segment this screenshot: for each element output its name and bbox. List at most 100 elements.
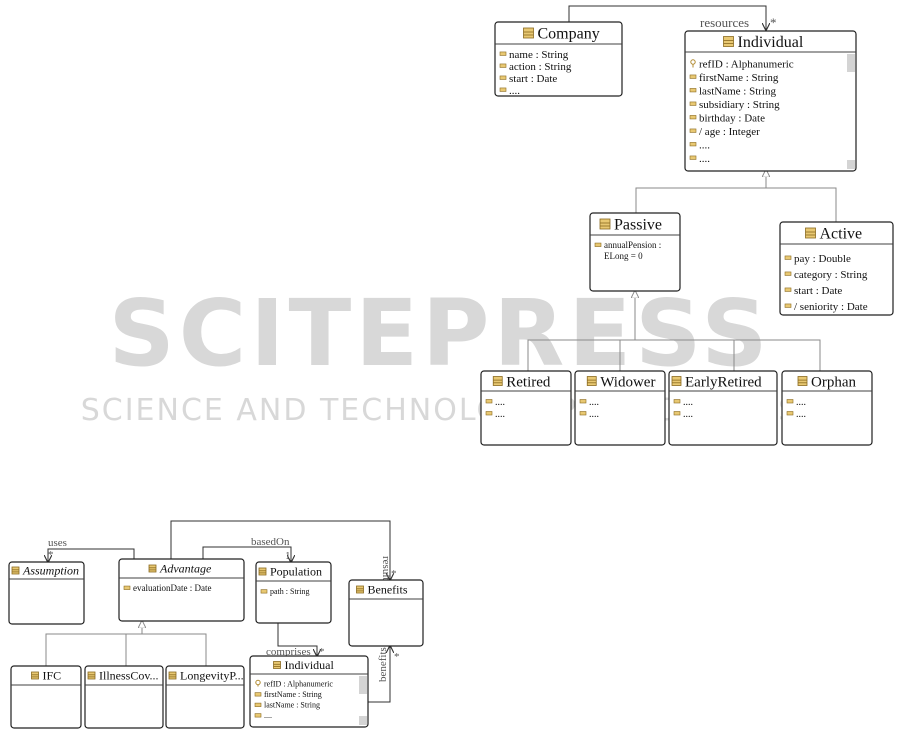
class-population[interactable]: Population path : String <box>255 561 332 624</box>
class-assumption[interactable]: Assumption <box>8 561 85 625</box>
attribute-icon <box>499 63 507 68</box>
attribute-icon <box>673 411 681 416</box>
comprises-label: comprises <box>266 646 311 658</box>
passive-generalization[interactable] <box>635 170 766 213</box>
class-name: Advantage <box>159 562 212 576</box>
class-box-benefits <box>348 579 424 647</box>
class-attribute: path : String <box>270 587 310 596</box>
attribute-icon <box>499 51 507 56</box>
class-attribute: start : Date <box>794 285 842 297</box>
class-attribute: .... <box>589 409 599 420</box>
class-name: Orphan <box>811 374 856 390</box>
comprises-multiplicity: * <box>319 646 325 658</box>
class-attribute: .... <box>509 85 520 97</box>
class-attribute: / seniority : Date <box>794 301 868 313</box>
class-retired[interactable]: Retired........ <box>480 370 572 446</box>
class-widower[interactable]: Widower........ <box>574 370 666 446</box>
class-longevityp[interactable]: LongevityP... <box>165 665 245 729</box>
class-icon <box>273 661 281 669</box>
class-benefits[interactable]: Benefits <box>348 579 424 647</box>
class-attribute: ELong = 0 <box>604 251 643 261</box>
class-name: Passive <box>614 217 662 234</box>
class-attribute: pay : Double <box>794 253 851 265</box>
class-attribute: birthday : Date <box>699 113 765 125</box>
scrollbar[interactable] <box>359 676 367 725</box>
class-box-illnesscov <box>84 665 164 729</box>
class-icon <box>723 36 734 47</box>
class-icon <box>797 376 808 386</box>
attribute-icon <box>673 399 681 404</box>
class-passive[interactable]: Passive annualPension :ELong = 0 <box>589 212 681 292</box>
comprises-association[interactable] <box>278 623 317 656</box>
class-box-active <box>779 221 894 316</box>
attribute-icon <box>784 271 792 276</box>
attribute-icon <box>784 287 792 292</box>
class-attribute: subsidiary : String <box>699 99 780 111</box>
class-earlyretired[interactable]: EarlyRetired........ <box>668 370 778 446</box>
class-orphan[interactable]: Orphan........ <box>781 370 873 446</box>
attribute-icon <box>485 411 493 416</box>
attribute-icon <box>689 142 697 147</box>
attribute-icon <box>786 411 794 416</box>
class-box-passive <box>589 212 681 292</box>
class-attribute: category : String <box>794 269 868 281</box>
subclass-generalization-bus[interactable] <box>527 339 821 371</box>
class-box-individual-top <box>684 30 857 172</box>
class-box-longevityp <box>165 665 245 729</box>
class-box-ifc <box>10 665 82 729</box>
results-label: results <box>380 556 392 585</box>
uses-association[interactable] <box>48 548 134 562</box>
watermark-title: SCITEPRESS <box>108 280 771 387</box>
scrollbar[interactable] <box>847 54 855 169</box>
class-icon <box>492 376 503 386</box>
class-name: IFC <box>43 669 62 683</box>
class-attribute: .... <box>495 409 505 420</box>
class-attribute: start : Date <box>509 73 557 85</box>
attribute-icon <box>784 303 792 308</box>
class-attribute: action : String <box>509 61 572 73</box>
class-attribute: .... <box>264 711 272 720</box>
uses-multiplicity: * <box>48 549 54 561</box>
class-name: Population <box>270 565 322 579</box>
class-attribute: firstName : String <box>699 72 779 84</box>
class-name: Company <box>538 26 600 43</box>
basedon-label: basedOn <box>251 536 290 548</box>
class-name: Assumption <box>22 564 79 578</box>
basedon-association[interactable] <box>202 546 291 562</box>
class-attribute: annualPension : <box>604 240 661 250</box>
class-attribute: .... <box>683 409 693 420</box>
results-multiplicity: * <box>391 568 397 580</box>
class-icon <box>258 567 267 576</box>
class-box-company <box>494 21 623 97</box>
active-generalization[interactable] <box>766 187 837 222</box>
class-illnesscov[interactable]: IllnessCov... <box>84 665 164 729</box>
attribute-icon <box>499 87 507 92</box>
class-icon <box>31 671 39 680</box>
class-ifc[interactable]: IFC <box>10 665 82 729</box>
benefits-multiplicity: * <box>394 651 400 663</box>
results-association[interactable] <box>171 520 390 580</box>
attribute-icon <box>689 74 697 79</box>
benefits-association[interactable] <box>368 646 390 703</box>
class-attribute: firstName : String <box>264 690 322 699</box>
class-box-retired <box>480 370 572 446</box>
class-attribute: .... <box>796 409 806 420</box>
attribute-icon <box>485 399 493 404</box>
class-attribute: .... <box>796 397 806 408</box>
class-abstract-icon <box>11 566 20 575</box>
class-box-assumption <box>8 561 85 625</box>
class-name: Retired <box>506 374 551 390</box>
resources-label: resources <box>700 15 749 30</box>
attribute-icon <box>499 75 507 80</box>
attribute-icon <box>254 713 262 718</box>
class-box-advantage <box>118 558 245 622</box>
resources-association[interactable] <box>569 5 766 30</box>
class-name: Individual <box>738 34 804 51</box>
class-box-widower <box>574 370 666 446</box>
